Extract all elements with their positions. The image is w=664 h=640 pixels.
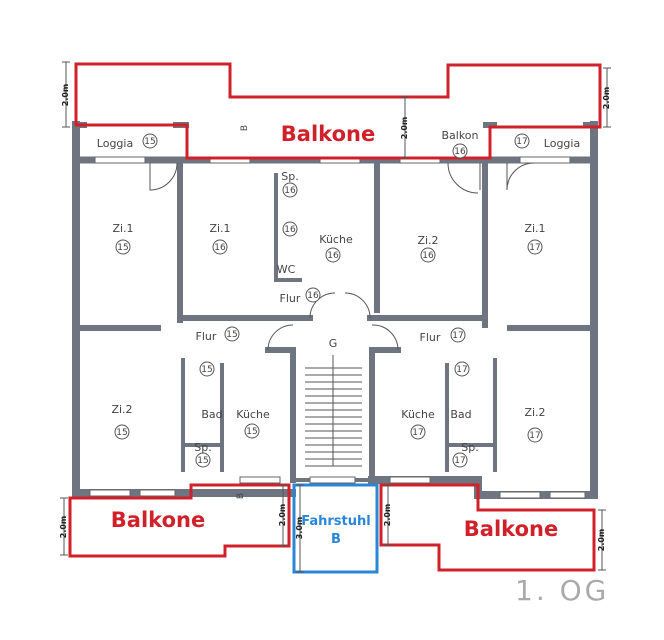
unit-number-loggia15: 15 [144,137,155,147]
unit-number-loggia17: 17 [516,137,527,147]
room-name-sp15: Sp. [194,441,211,454]
balcony-top-outline [74,62,602,160]
unit-number-kueche16: 16 [327,251,339,261]
unit-number-kueche17: 17 [412,428,423,438]
elevator-outline [292,483,379,574]
unit-circle-icon [199,361,215,377]
balcony-bottom-right-outline [379,483,596,572]
dim-bottom-mid-right: 2.0m [383,504,392,527]
dim-bottom-right: 2.0m [597,529,606,552]
dim-top-left: 2.0m [61,84,70,107]
dim-top-middle: 2.0m [400,117,409,140]
unit-number-zi1_15: 15 [117,243,128,253]
room-name-loggia15: Loggia [97,137,133,150]
unit-number-bad15: 15 [201,365,212,375]
unit-number-flur17: 17 [452,331,463,341]
unit-circle-icon [195,452,211,468]
unit-circle-icon [114,424,130,440]
room-name-kueche15: Küche [236,408,270,421]
unit-number-sp15: 15 [197,456,208,466]
room-name-kueche17: Küche [401,408,435,421]
doors [149,162,535,351]
unit-number-flur15: 15 [226,330,237,340]
unit-circle-icon [450,327,466,343]
unit-circle-icon [244,423,260,439]
balcony-bottom-left-label: Balkone [111,508,205,532]
unit-circle-icon [454,361,470,377]
room-name-sp17: Sp. [461,441,478,454]
room-name-loggia17: Loggia [544,137,580,150]
unit-circle-icon [452,452,468,468]
room-name-flur15: Flur [196,330,217,343]
unit-circle-icon [305,287,321,303]
unit-number-zi1_16: 16 [214,243,226,253]
unit-circle-icon [420,247,436,263]
room-name-balkon16: Balkon [441,129,478,142]
room-name-sp16: Sp. [281,170,298,183]
unit-number-zi2_17: 17 [529,431,540,441]
walls [72,121,598,499]
floor-label: 1. OG [515,574,609,607]
unit-circle-icon [224,326,240,342]
dimension-lines [60,61,611,573]
balcony-bottom-left-outline [68,483,291,558]
unit-circle-icon [527,239,543,255]
unit-number-flur16: 16 [307,291,319,301]
unit-number-bad17: 17 [456,365,467,375]
room-name-zi2_15: Zi.2 [111,403,132,416]
room-name-zi1_17: Zi.1 [524,222,545,235]
room-name-flur16: Flur [280,292,301,305]
dim-elevator: 3.0m [295,517,304,540]
unit-circle-icon [142,133,158,149]
dim-top-right: 2.0m [602,87,611,110]
room-name-bad17: Bad [450,408,471,421]
unit-number-sp17: 17 [454,456,465,466]
unit-number-zi1_17: 17 [529,243,540,253]
elevator-letter: B [331,532,341,547]
unit-circle-icon [212,239,228,255]
unit-circle-icon [527,427,543,443]
room-name-zi2_17: Zi.2 [524,406,545,419]
unit-circle-icon [325,247,341,263]
dim-bottom-left: 2.0m [59,516,68,539]
elevator-label: Fahrstuhl [301,514,370,529]
unit-number-kueche15: 15 [246,427,257,437]
room-name-kueche16: Küche [319,233,353,246]
section-mark-bottom: B [236,493,246,499]
unit-number-zi2_16: 16 [422,251,434,261]
unit-circle-icon [452,143,468,159]
dim-bottom-mid-left: 2.0m [278,504,287,527]
room-name-wc16: WC [277,263,296,276]
unit-circle-icon [282,221,298,237]
room-name-stair: G [329,337,338,350]
unit-circle-icon [410,424,426,440]
room-name-zi1_16: Zi.1 [209,222,230,235]
unit-circle-icon [282,182,298,198]
room-name-zi2_16: Zi.2 [417,234,438,247]
staircase [305,355,362,467]
room-name-bad15: Bad [201,408,222,421]
unit-circle-icon [115,239,131,255]
balcony-bottom-right-label: Balkone [464,517,558,541]
windows [89,156,586,499]
unit-number-sp16: 16 [284,186,296,196]
balcony-top-label: Balkone [281,122,375,146]
unit-number-wc16: 16 [284,225,296,235]
room-name-flur17: Flur [420,331,441,344]
unit-number-balkon16: 16 [454,147,466,157]
section-mark-top: B [240,125,250,131]
unit-number-zi2_15: 15 [116,428,127,438]
unit-circle-icon [514,133,530,149]
room-name-zi1_15: Zi.1 [112,222,133,235]
